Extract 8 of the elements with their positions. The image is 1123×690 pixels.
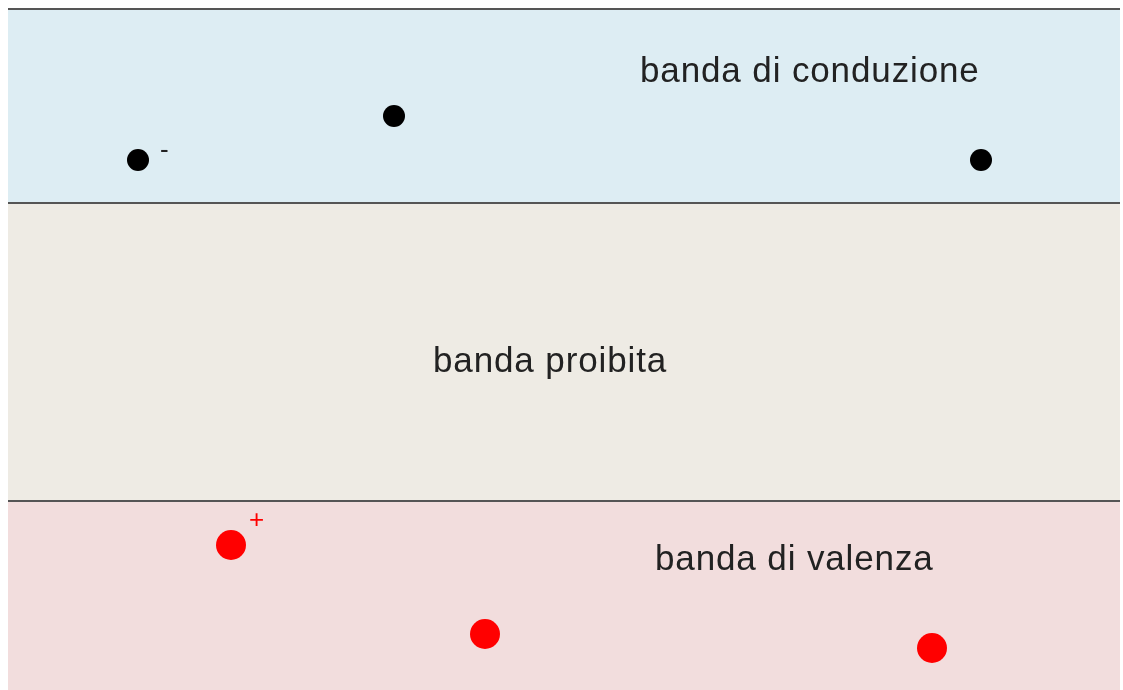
band-label: banda proibita [433,339,668,381]
forbidden-band [8,202,1120,500]
charge-sign: + [249,506,265,532]
charge-sign: - [160,136,169,162]
valence-band [8,500,1120,690]
band-label: banda di valenza [655,537,934,579]
band-label: banda di conduzione [640,49,980,91]
conduction-band [8,8,1120,202]
